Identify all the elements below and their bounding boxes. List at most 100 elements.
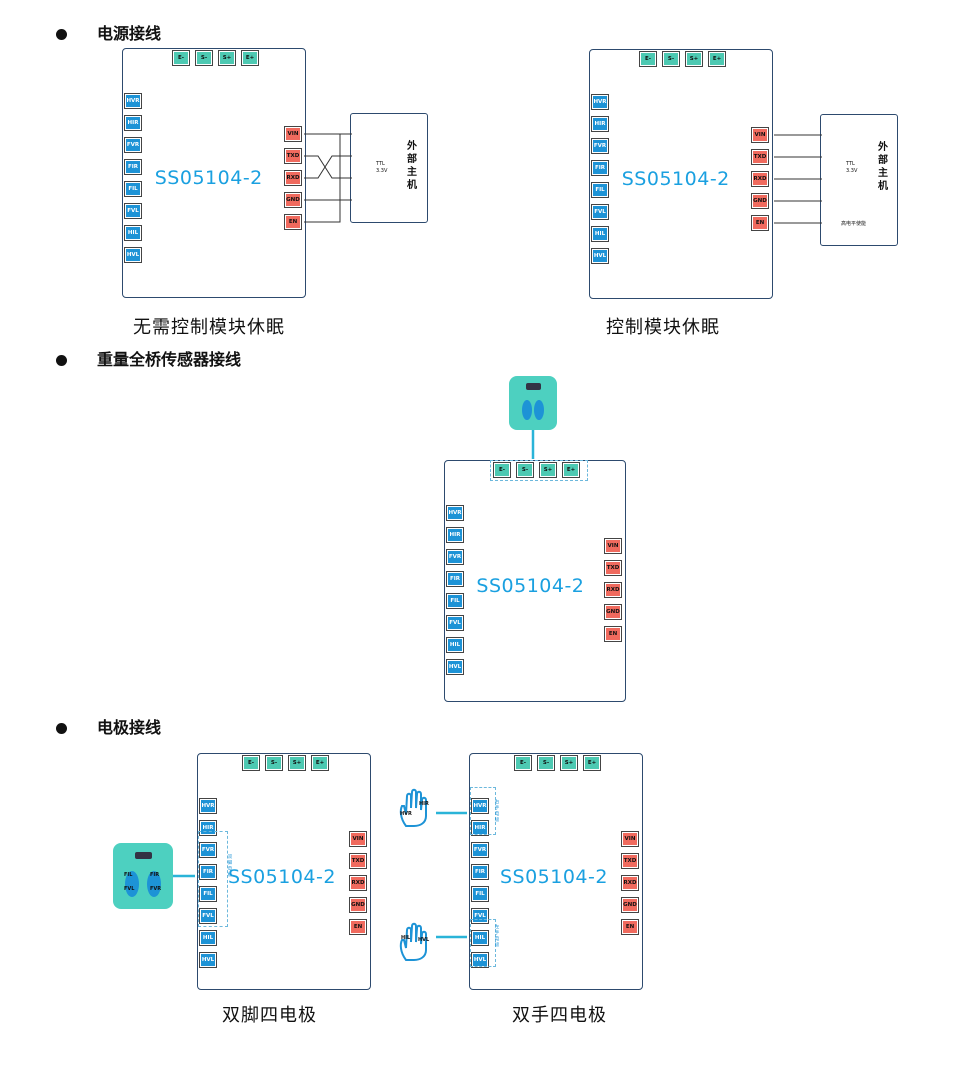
scale-display [526, 383, 541, 390]
pin-top-splus: S+ [685, 51, 703, 67]
model-label: SS05104-2 [154, 167, 263, 190]
label-char: 手 [494, 806, 500, 811]
pin-top-splus: S+ [218, 50, 236, 66]
left-hand-dash-group [470, 919, 496, 967]
pin-right-vin: VIN [621, 831, 639, 847]
pin-left-hir: HIR [446, 527, 464, 543]
pin-top-splus: S+ [539, 462, 557, 478]
pin-right-rxd: RXD [284, 170, 302, 186]
bullet-icon [56, 29, 67, 40]
pin-left-hvr: HVR [199, 798, 217, 814]
pin-top-eplus: E+ [583, 755, 601, 771]
pin-right-gnd: GND [751, 193, 769, 209]
foot-electrode-label: 双 脚 电 极 [227, 855, 233, 879]
model-label: SS05104-2 [476, 575, 585, 598]
pin-right-txd: TXD [284, 148, 302, 164]
label-char: 电 [494, 937, 500, 942]
pin-right-txd: TXD [349, 853, 367, 869]
pin-right-rxd: RXD [604, 582, 622, 598]
caption-dual-hand: 双手四电极 [512, 1005, 607, 1026]
pin-top-eplus: E+ [241, 50, 259, 66]
pin-right-vin: VIN [284, 126, 302, 142]
module-board-d [197, 753, 371, 990]
section-heading-bridge: 重量全桥传感器接线 [56, 346, 241, 370]
section-heading-electrode: 电极接线 [56, 714, 161, 738]
pin-left-hvr: HVR [471, 798, 489, 814]
host-title-char: 机 [878, 181, 888, 192]
section-title-electrode: 电极接线 [97, 718, 162, 737]
bullet-icon [56, 723, 67, 734]
caption-no-sleep: 无需控制模块休眠 [133, 317, 285, 338]
right-hand-icon [399, 788, 427, 827]
pad-fvr: FVR [150, 886, 162, 892]
pin-right-en: EN [751, 215, 769, 231]
pin-left-hil: HIL [124, 225, 142, 241]
foot-dash-group [198, 831, 228, 927]
label-char: 右 [494, 800, 500, 805]
pin-top-sminus: S- [662, 51, 680, 67]
ttl-text: TTL [846, 161, 855, 167]
scale-display [135, 852, 152, 859]
pin-left-fvl: FVL [446, 615, 464, 631]
ttl-voltage: 3.3V [846, 168, 858, 174]
pin-left-fvr: FVR [199, 842, 217, 858]
pin-top-sminus: S- [516, 462, 534, 478]
pin-top-splus: S+ [560, 755, 578, 771]
model-label: SS05104-2 [499, 865, 608, 888]
label-char: 电 [227, 867, 233, 872]
pin-top-eminus: E- [242, 755, 260, 771]
pin-left-hvl: HVL [124, 247, 142, 263]
pin-left-hil: HIL [591, 226, 609, 242]
ttl-voltage: 3.3V [376, 168, 388, 174]
hand-label-hvl: HVL [418, 937, 430, 943]
pin-left-hvr: HVR [124, 93, 142, 109]
pin-left-fir: FIR [471, 864, 489, 880]
pin-right-txd: TXD [621, 853, 639, 869]
sensor-dash-group [490, 460, 588, 481]
label-char: 双 [227, 855, 233, 860]
pin-left-hvr: HVR [446, 505, 464, 521]
weight-scale-device [509, 376, 557, 430]
label-char: 极 [494, 943, 500, 948]
model-label: SS05104-2 [227, 865, 336, 888]
section-heading-power: 电源接线 [56, 20, 161, 44]
pin-top-sminus: S- [537, 755, 555, 771]
pad-fir: FIR [150, 872, 160, 878]
pin-right-en: EN [604, 626, 622, 642]
external-host-a: 外 部 主 机 TTL 3.3V [350, 113, 428, 223]
bullet-icon [56, 355, 67, 366]
pad-fvl: FVL [124, 886, 135, 892]
footprint-icon [125, 871, 161, 897]
label-char: 左 [494, 925, 500, 930]
pin-left-fir: FIR [124, 159, 142, 175]
pin-left-hir: HIR [124, 115, 142, 131]
pin-left-fil: FIL [124, 181, 142, 197]
section-title-power: 电源接线 [97, 24, 162, 43]
module-board-a [122, 48, 306, 298]
pin-right-txd: TXD [604, 560, 622, 576]
right-hand-dash-group [470, 787, 496, 835]
hand-label-hir: HIR [419, 801, 429, 807]
pad-fil: FIL [124, 872, 133, 878]
host-title-char: 部 [878, 155, 888, 166]
pin-top-sminus: S- [195, 50, 213, 66]
pin-top-sminus: S- [265, 755, 283, 771]
pin-top-splus: S+ [288, 755, 306, 771]
pin-left-fir: FIR [199, 864, 217, 880]
left-hand-electrode-label: 左 手 电 极 [494, 925, 500, 949]
footprint-icon [522, 400, 544, 420]
hand-label-hvr: HVR [400, 811, 412, 817]
ttl-text: TTL [376, 161, 385, 167]
pin-right-en: EN [349, 919, 367, 935]
pin-left-fvr: FVR [591, 138, 609, 154]
pin-left-hvl: HVL [591, 248, 609, 264]
label-char: 电 [494, 812, 500, 817]
pin-left-fvr: FVR [471, 842, 489, 858]
label-char: 手 [494, 931, 500, 936]
pin-right-rxd: RXD [349, 875, 367, 891]
pin-left-hvl: HVL [446, 659, 464, 675]
module-board-e [469, 753, 643, 990]
io-note: 高电平使能 [841, 221, 867, 227]
pin-left-hir: HIR [591, 116, 609, 132]
